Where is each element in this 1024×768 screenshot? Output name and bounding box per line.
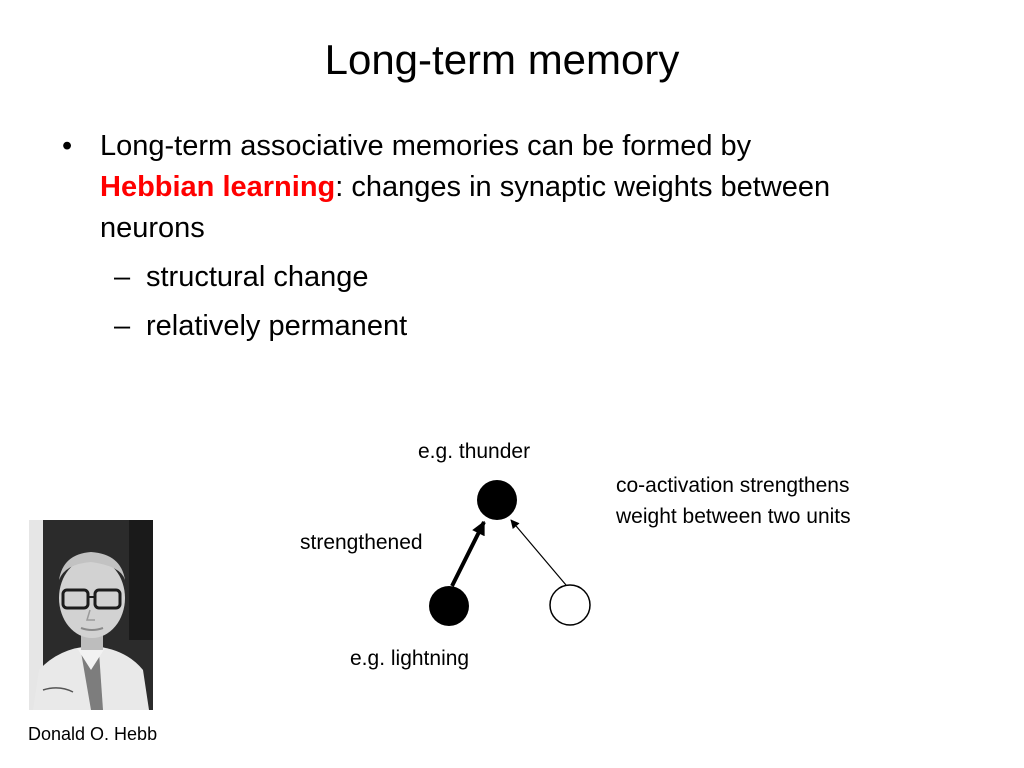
bullet-marker: • bbox=[62, 130, 73, 162]
bullet-list: • Long-term associative memories can be … bbox=[62, 126, 862, 347]
strengthened-label: strengthened bbox=[300, 531, 423, 554]
hebb-portrait-photo bbox=[29, 520, 153, 710]
neuron-thunder-node bbox=[477, 480, 517, 520]
strengthened-connection-arrow bbox=[450, 520, 486, 587]
sub-bullet-text: relatively permanent bbox=[146, 310, 408, 342]
highlight-term: Hebbian learning bbox=[100, 171, 336, 203]
sub-bullet-marker: – bbox=[114, 310, 131, 342]
portrait-caption: Donald O. Hebb bbox=[28, 724, 158, 744]
sub-bullet-text: structural change bbox=[146, 261, 369, 293]
thunder-label: e.g. thunder bbox=[418, 440, 531, 463]
sub-bullet-item: – structural change bbox=[62, 257, 862, 298]
slide-title: Long-term memory bbox=[324, 36, 680, 83]
sub-bullet-item: – relatively permanent bbox=[62, 306, 862, 347]
bullet-item: • Long-term associative memories can be … bbox=[62, 126, 862, 249]
note-line: co-activation strengthens bbox=[616, 474, 850, 497]
coactivation-note: co-activation strengthens weight between… bbox=[616, 470, 851, 532]
lightning-label: e.g. lightning bbox=[350, 647, 470, 670]
bullet-text-before: Long-term associative memories can be fo… bbox=[100, 130, 752, 162]
inactive-neuron-node bbox=[549, 584, 591, 626]
weak-connection-arrow bbox=[510, 519, 567, 586]
sub-bullet-marker: – bbox=[114, 261, 131, 293]
neuron-lightning-node bbox=[429, 586, 469, 626]
bullet-text-after: : changes in synaptic weights between ne… bbox=[100, 171, 831, 244]
note-line: weight between two units bbox=[616, 505, 851, 528]
